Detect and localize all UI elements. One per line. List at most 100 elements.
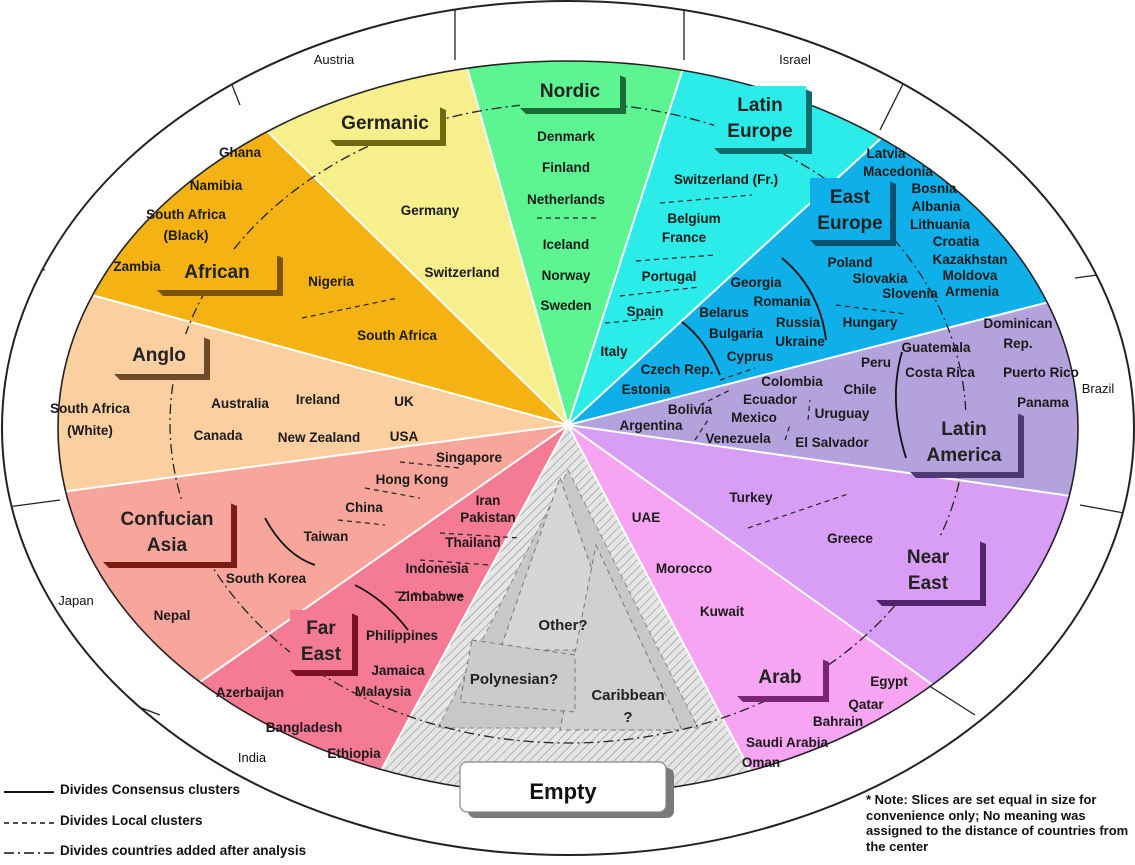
note-text: * Note: Slices are set equal in size for… bbox=[866, 792, 1129, 854]
cluster-title-confucian-asia: Asia bbox=[147, 535, 188, 556]
country-label: Poland bbox=[827, 255, 872, 270]
country-label: Russia bbox=[776, 315, 821, 330]
ring-country-japan: Japan bbox=[58, 593, 93, 608]
country-label: El Salvador bbox=[795, 435, 869, 450]
country-label: Peru bbox=[861, 355, 891, 370]
badge-face bbox=[810, 178, 890, 240]
country-label: Finland bbox=[542, 160, 590, 175]
country-label: Egypt bbox=[870, 674, 908, 689]
country-label: Colombia bbox=[761, 374, 823, 389]
country-label: Iceland bbox=[543, 237, 590, 252]
ring-country-israel: Israel bbox=[779, 52, 811, 67]
badge-face bbox=[103, 500, 231, 562]
country-label: USA bbox=[390, 429, 419, 444]
country-label: Turkey bbox=[729, 490, 773, 505]
country-label: Ghana bbox=[219, 145, 262, 160]
country-label: Ireland bbox=[296, 392, 340, 407]
cluster-title-latin-europe: Europe bbox=[727, 121, 792, 142]
country-label: Portugal bbox=[642, 269, 697, 284]
country-label: Bosnia bbox=[911, 181, 957, 196]
consensus-dividers bbox=[264, 257, 907, 631]
country-label: Costa Rica bbox=[905, 365, 975, 380]
country-label: Spain bbox=[627, 304, 664, 319]
country-label: South Africa bbox=[357, 328, 437, 343]
country-label: Canada bbox=[194, 428, 243, 443]
country-label: Panama bbox=[1017, 395, 1069, 410]
cluster-title-latin-europe: Latin bbox=[737, 95, 782, 116]
cluster-badge-germanic: Germanic bbox=[330, 104, 446, 146]
ring-country-brazil: Brazil bbox=[1082, 381, 1115, 396]
country-label: Sweden bbox=[540, 298, 591, 313]
cluster-badge-nordic: Nordic bbox=[520, 72, 626, 114]
ring-divider bbox=[879, 79, 906, 131]
country-label: Saudi Arabia bbox=[746, 735, 829, 750]
empty-label: Empty bbox=[529, 779, 597, 804]
country-label: Norway bbox=[542, 268, 591, 283]
legend-local: Divides Local clusters bbox=[0, 811, 330, 835]
cluster-title-anglo: Anglo bbox=[132, 345, 186, 366]
legend-local-label: Divides Local clusters bbox=[60, 813, 203, 828]
legend-consensus: Divides Consensus clusters bbox=[0, 780, 330, 804]
sector-anglo bbox=[58, 270, 568, 500]
badge-face bbox=[114, 334, 204, 374]
country-label: South Korea bbox=[226, 571, 307, 586]
country-label: Romania bbox=[753, 294, 811, 309]
local-dividers bbox=[301, 194, 906, 597]
badge-face bbox=[876, 538, 980, 600]
cluster-title-far-east: East bbox=[301, 644, 342, 665]
country-label: Denmark bbox=[537, 129, 595, 144]
country-label: Thailand bbox=[445, 535, 501, 550]
badge-face bbox=[714, 86, 806, 148]
country-label: Oman bbox=[742, 755, 780, 770]
country-label: Venezuela bbox=[705, 431, 771, 446]
cluster-title-african: African bbox=[184, 262, 249, 283]
country-label: Zimbabwe bbox=[398, 589, 465, 604]
cluster-badge-african: African bbox=[157, 252, 283, 296]
country-label: Kazakhstan bbox=[932, 252, 1007, 267]
country-label: Jamaica bbox=[371, 663, 425, 678]
other-label: Other? bbox=[538, 617, 587, 634]
ring-country-india: India bbox=[238, 750, 267, 765]
country-label: Philippines bbox=[366, 628, 438, 643]
country-label: Macedonia bbox=[863, 164, 933, 179]
unclassified-wedge bbox=[437, 468, 699, 731]
legend-consensus-label: Divides Consensus clusters bbox=[60, 782, 241, 797]
cluster-title-east-europe: Europe bbox=[817, 213, 882, 234]
country-label: Latvia bbox=[866, 146, 906, 161]
cluster-title-near-east: East bbox=[908, 573, 949, 594]
country-label: (White) bbox=[67, 423, 113, 438]
country-label: New Zealand bbox=[278, 430, 361, 445]
country-label: Belarus bbox=[699, 305, 749, 320]
country-label: Bahrain bbox=[813, 714, 863, 729]
country-label: Argentina bbox=[619, 418, 682, 433]
country-label: Singapore bbox=[436, 450, 503, 465]
country-label: Slovenia bbox=[882, 286, 938, 301]
country-label: Nepal bbox=[154, 608, 191, 623]
cluster-title-far-east: Far bbox=[306, 618, 336, 639]
country-label: Rep. bbox=[1003, 336, 1032, 351]
country-label: Belgium bbox=[667, 211, 720, 226]
country-label: China bbox=[345, 500, 383, 515]
country-label: Cyprus bbox=[727, 349, 774, 364]
country-label: Dominican bbox=[983, 316, 1052, 331]
country-label: Chile bbox=[843, 382, 876, 397]
cluster-badge-arab: Arab bbox=[737, 656, 829, 702]
country-label: Uruguay bbox=[815, 406, 870, 421]
country-label: Morocco bbox=[656, 561, 712, 576]
cluster-title-latin-america: America bbox=[927, 445, 1002, 466]
cluster-title-east-europe: East bbox=[830, 187, 871, 208]
country-label: France bbox=[662, 230, 707, 245]
country-label: Czech Rep. bbox=[641, 362, 714, 377]
country-label: Australia bbox=[211, 396, 269, 411]
country-label: Qatar bbox=[848, 697, 884, 712]
country-label: Malaysia bbox=[355, 684, 412, 699]
country-label: Ecuador bbox=[743, 392, 798, 407]
country-label: Croatia bbox=[933, 234, 980, 249]
country-label: Switzerland (Fr.) bbox=[674, 172, 778, 187]
country-label: Kuwait bbox=[700, 604, 745, 619]
country-label: Hong Kong bbox=[376, 472, 449, 487]
cluster-title-latin-america: Latin bbox=[941, 419, 986, 440]
country-label: UK bbox=[394, 394, 414, 409]
ring-divider bbox=[2, 261, 46, 271]
